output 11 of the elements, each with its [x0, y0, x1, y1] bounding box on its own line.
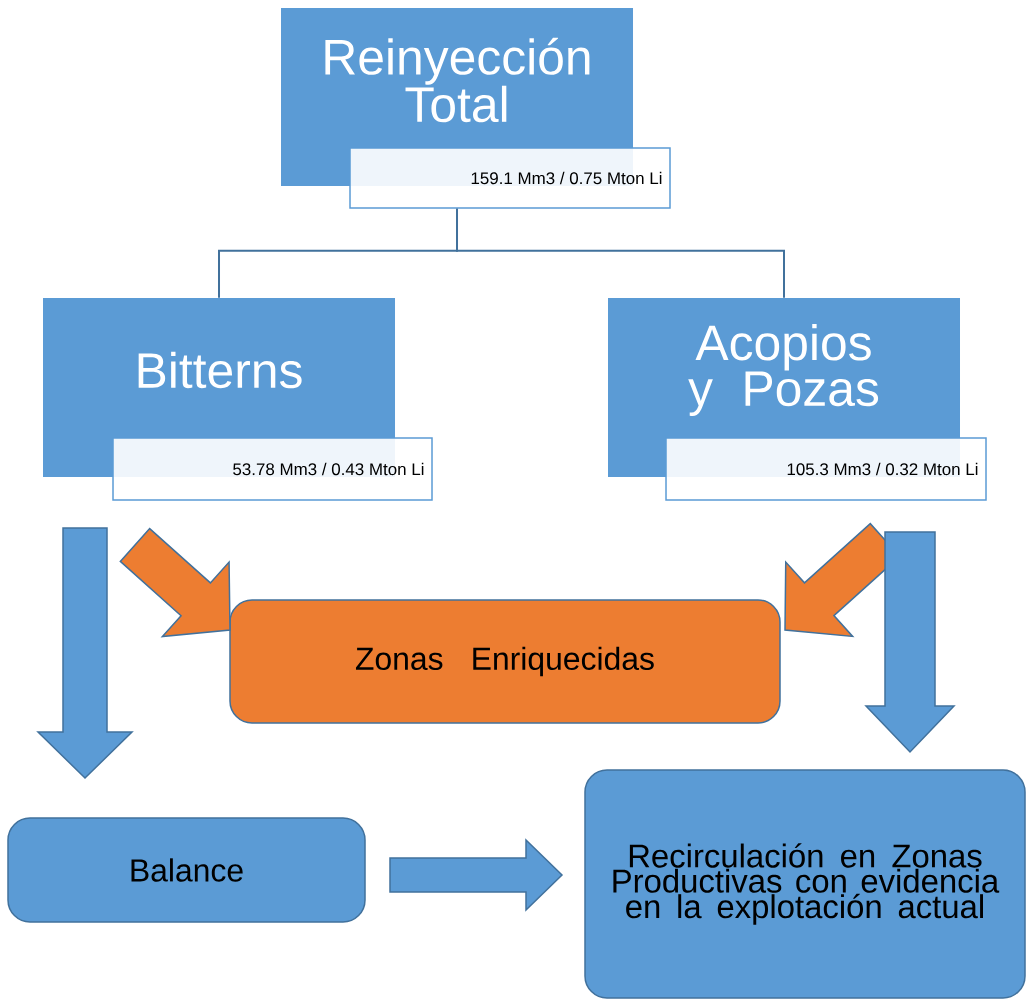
value-box: 159.1 Mm3 / 0.75 Mton Li [349, 147, 671, 209]
block-arrow [36, 527, 134, 780]
connector-line [456, 207, 785, 299]
block-arrow [389, 838, 564, 912]
process-box: Zonas Enriquecidas [229, 599, 781, 724]
block-arrow [119, 527, 231, 638]
value-box: 105.3 Mm3 / 0.32 Mton Li [665, 437, 987, 501]
value-box: 53.78 Mm3 / 0.43 Mton Li [112, 437, 433, 501]
process-box: Balance [7, 817, 366, 923]
block-arrow [864, 531, 956, 754]
process-box: Recirculación en Zonas Productivas con evidencia en la explotación actual [584, 769, 1026, 999]
